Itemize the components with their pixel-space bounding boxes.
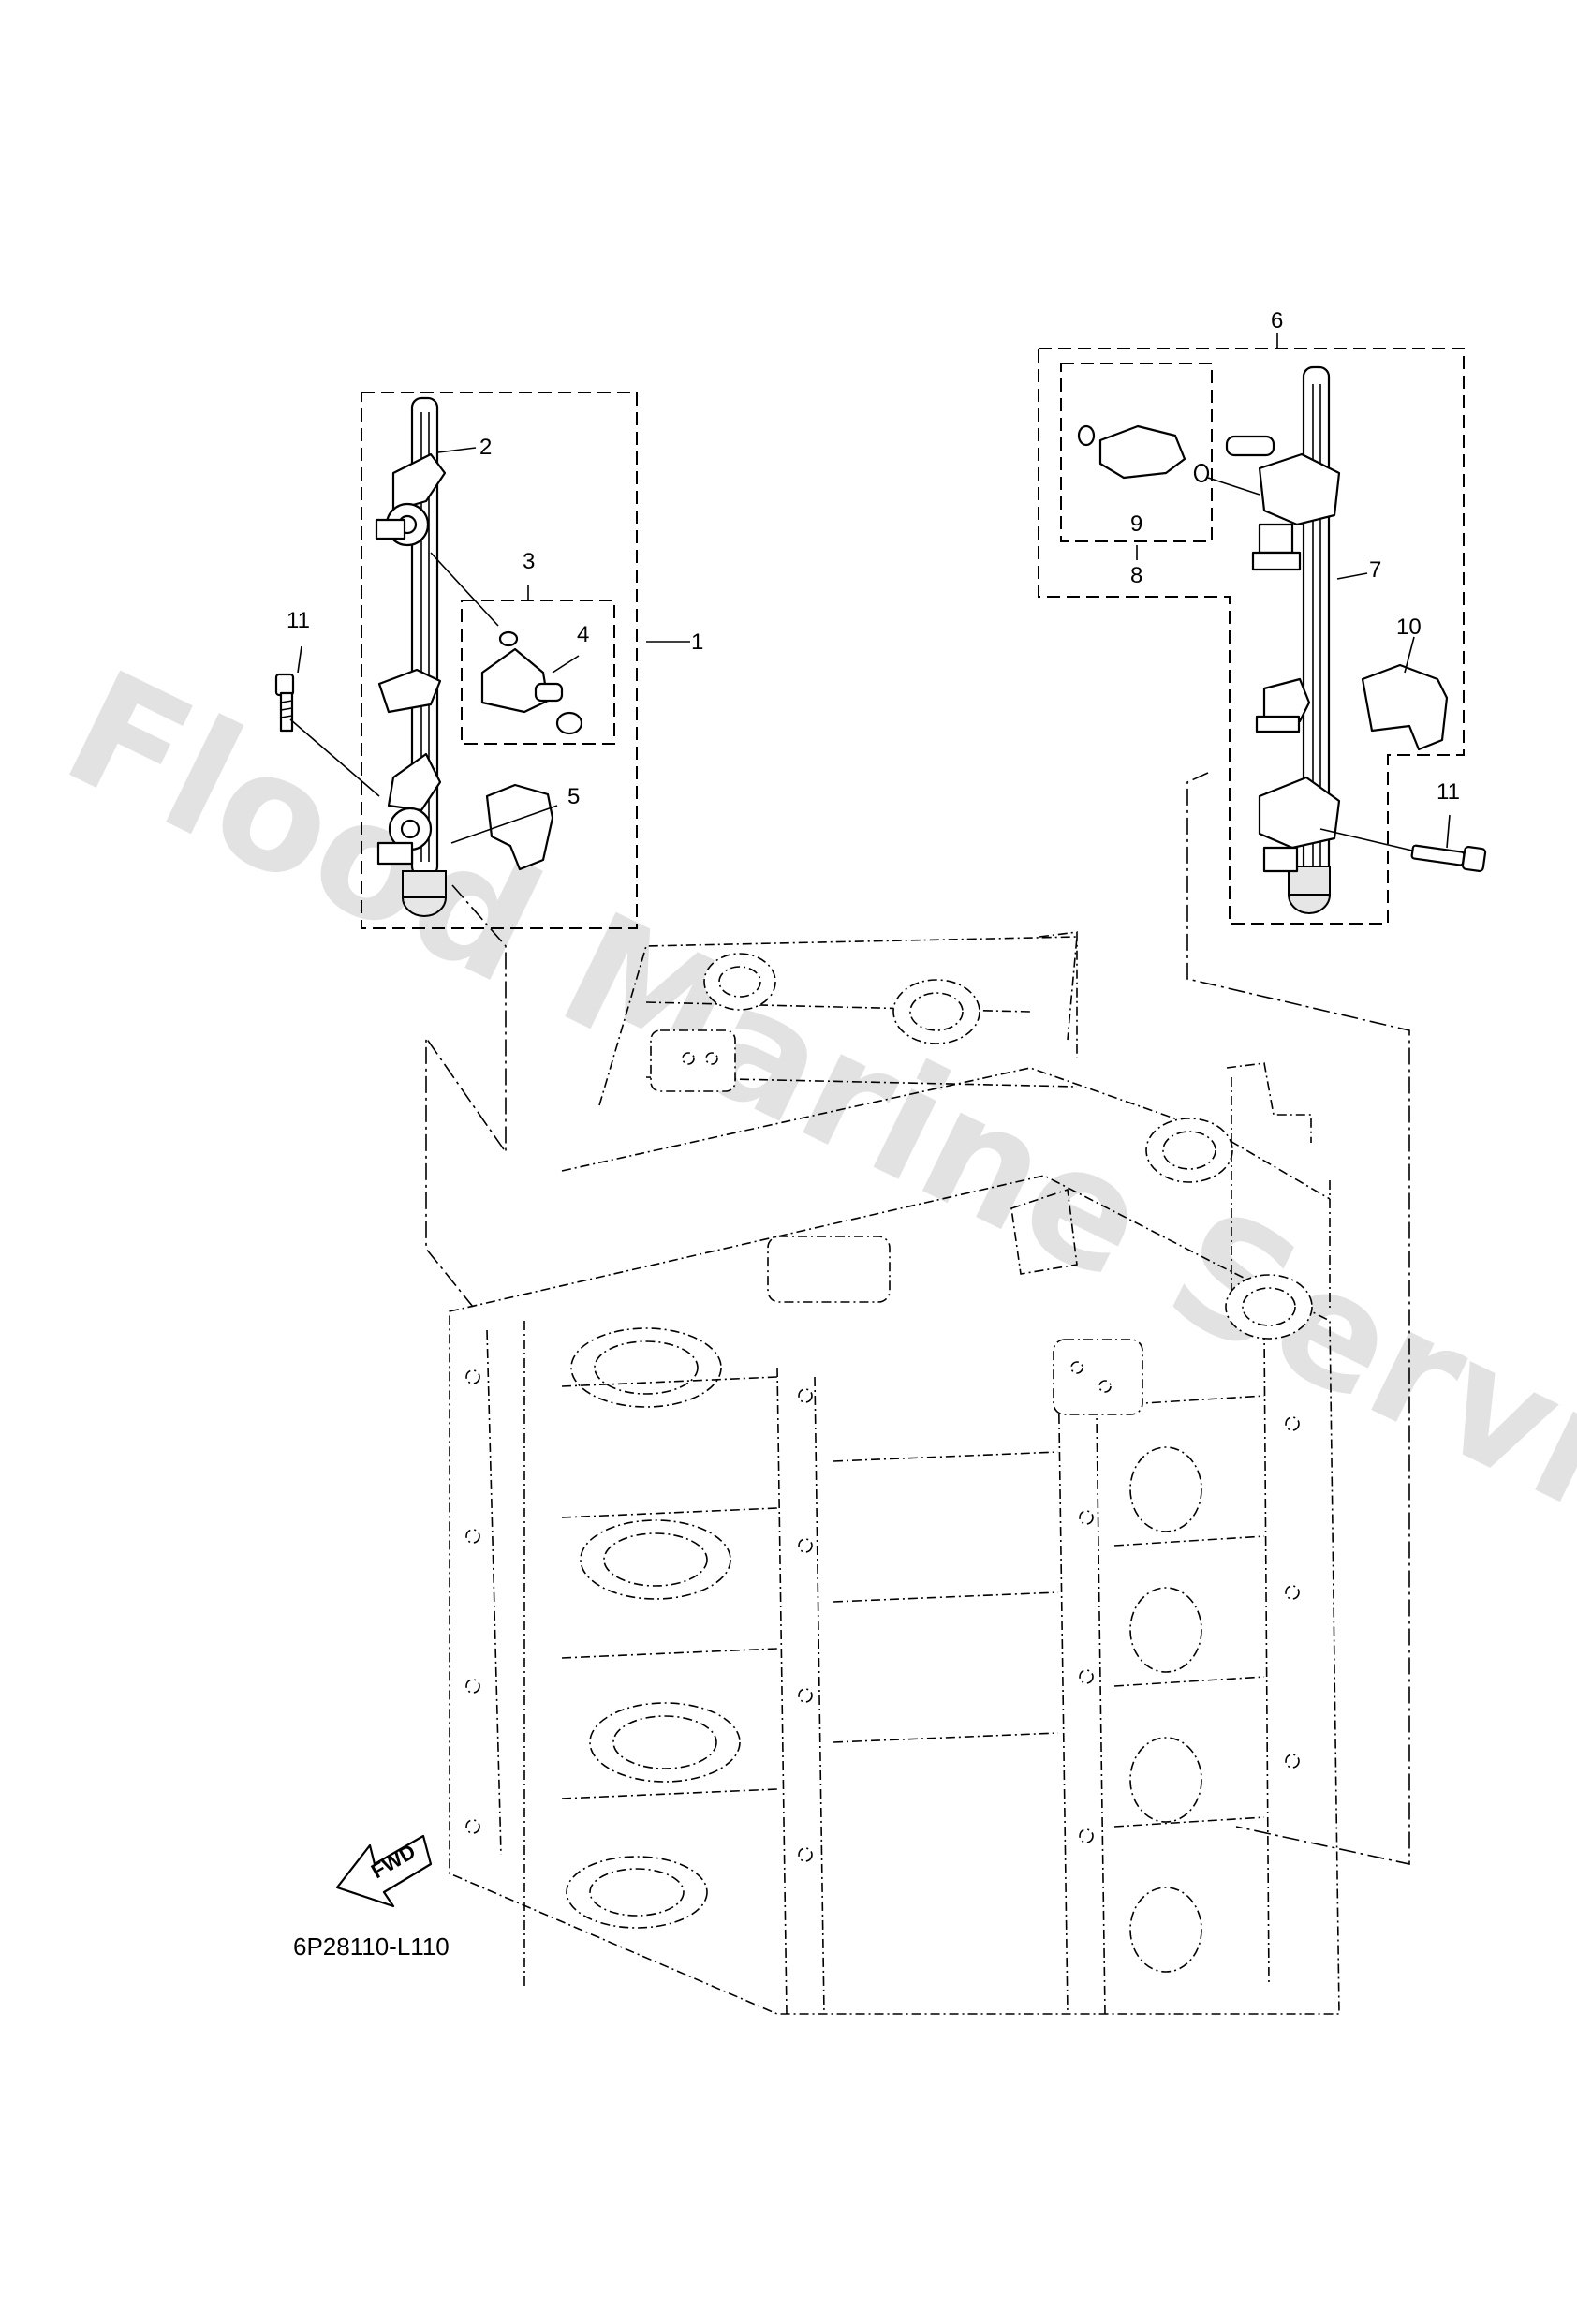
assembly-box-6 xyxy=(1038,348,1465,925)
subassembly-box-3 xyxy=(461,600,615,745)
o-ring-upper xyxy=(498,630,519,647)
callout-6: 6 xyxy=(1271,308,1283,333)
callout-10: 10 xyxy=(1396,614,1422,640)
assembly-box-1 xyxy=(361,392,638,929)
callout-9: 9 xyxy=(1130,511,1142,537)
right-fuel-rail-group xyxy=(1038,333,1487,925)
callout-11-left: 11 xyxy=(287,608,310,633)
callout-11-right: 11 xyxy=(1437,779,1460,805)
retaining-clip-5 xyxy=(485,783,554,871)
callout-5: 5 xyxy=(567,784,580,809)
o-ring-9-right xyxy=(1193,463,1210,483)
callout-3: 3 xyxy=(523,549,535,574)
retaining-clip-10 xyxy=(1361,663,1449,751)
pressure-sensor-9 xyxy=(1098,424,1186,480)
pressure-sensor-4 xyxy=(480,647,550,714)
drawing-code: 6P28110-L110 xyxy=(293,1932,450,1961)
callout-7: 7 xyxy=(1369,557,1381,583)
callout-2: 2 xyxy=(479,435,492,460)
left-fuel-rail-group xyxy=(274,392,690,929)
watermark-text: Flood Marine Services xyxy=(39,636,1577,1673)
o-ring-lower xyxy=(555,711,583,735)
callout-8: 8 xyxy=(1130,563,1142,588)
callout-4: 4 xyxy=(577,622,589,647)
fwd-direction-arrow: FWD xyxy=(335,1834,433,1908)
bolt-11-right xyxy=(1319,828,1487,872)
subassembly-box-9 xyxy=(1060,363,1213,542)
o-ring-9-left xyxy=(1077,424,1096,447)
connection-lines xyxy=(425,772,1410,1865)
bolt-11-left xyxy=(274,673,295,733)
engine-block-outline xyxy=(449,931,1340,2015)
callout-1: 1 xyxy=(691,629,703,655)
